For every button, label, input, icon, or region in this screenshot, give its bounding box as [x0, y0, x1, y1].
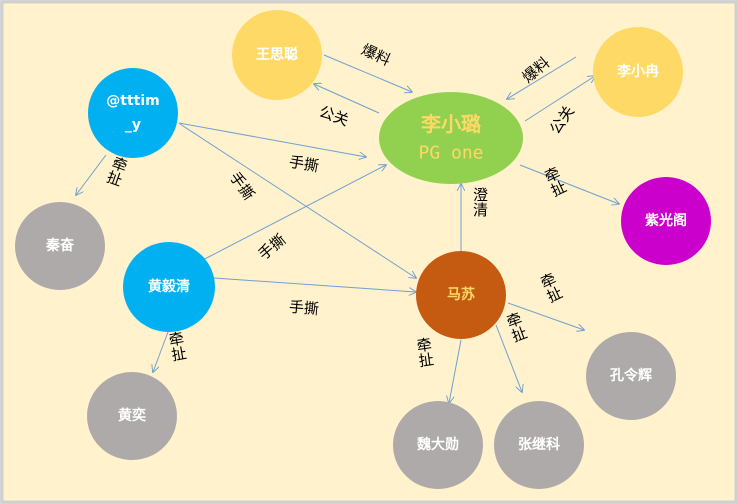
center-name: 李小璐: [420, 112, 481, 136]
edge-huang-to-masu: [213, 277, 416, 292]
node-label: 魏大勋: [416, 436, 459, 453]
node-qin-fen[interactable]: 秦奋: [15, 202, 105, 290]
edge-tttim-to-qinfen: [76, 154, 107, 195]
node-wei-daxun[interactable]: 魏大勋: [393, 401, 483, 489]
node-label-line2: _y: [125, 117, 141, 133]
node-zhang-jike[interactable]: 张继科: [494, 401, 584, 489]
node-label-line1: @tttim: [106, 93, 159, 109]
edge-huang-to-center: [196, 165, 386, 264]
edge-wang-to-center: [323, 54, 412, 92]
node-label: 孔令辉: [610, 367, 652, 384]
node-tttim-y[interactable]: @tttim _y: [88, 68, 178, 158]
node-label: 张继科: [518, 436, 560, 453]
edge-masu-to-wei: [449, 339, 462, 403]
node-label: 紫光阁: [645, 212, 687, 229]
node-wang-sicong[interactable]: 王思聪: [232, 10, 322, 100]
node-label: 黄毅清: [148, 278, 190, 295]
edge-tttim-to-center: [178, 122, 366, 157]
edge-label-huang-to-masu: 手撕: [288, 298, 319, 319]
edge-label-huang-to-huangyi: 牵扯: [166, 330, 189, 363]
node-huang-yi[interactable]: 黄奕: [87, 372, 177, 460]
node-huang-yiqing[interactable]: 黄毅清: [123, 242, 215, 332]
node-label: 马苏: [447, 286, 475, 303]
edge-label-tttim-to-center: 手撕: [288, 153, 321, 176]
node-zi-guang-ge[interactable]: 紫光阁: [621, 177, 711, 265]
edge-huang-to-huangyi: [153, 331, 169, 372]
edge-masu-to-zhang: [495, 324, 522, 392]
node-center-li-xiaolu[interactable]: 李小璐 PG one: [379, 92, 523, 184]
node-label: 黄奕: [118, 407, 146, 424]
edge-label-masu-to-center: 澄清: [471, 187, 489, 218]
edge-center-to-wang: [314, 84, 380, 114]
node-ma-su[interactable]: 马苏: [416, 251, 506, 339]
edge-label-masu-to-wei: 牵扯: [414, 336, 436, 368]
center-alias: PG one: [418, 143, 483, 164]
edge-tttim-to-masu: [179, 123, 416, 278]
edge-center-to-ziguangge: [519, 164, 619, 204]
node-label: 王思聪: [256, 46, 298, 63]
edge-masu-to-kong: [507, 302, 584, 330]
edge-liran-to-center: [507, 56, 577, 99]
node-label: 秦奋: [45, 237, 75, 254]
edge-center-to-liran: [524, 76, 595, 122]
node-li-xiaoran[interactable]: 李小冉: [593, 27, 683, 117]
node-label: 李小冉: [616, 63, 659, 80]
node-kong-linghui[interactable]: 孔令辉: [586, 332, 676, 420]
